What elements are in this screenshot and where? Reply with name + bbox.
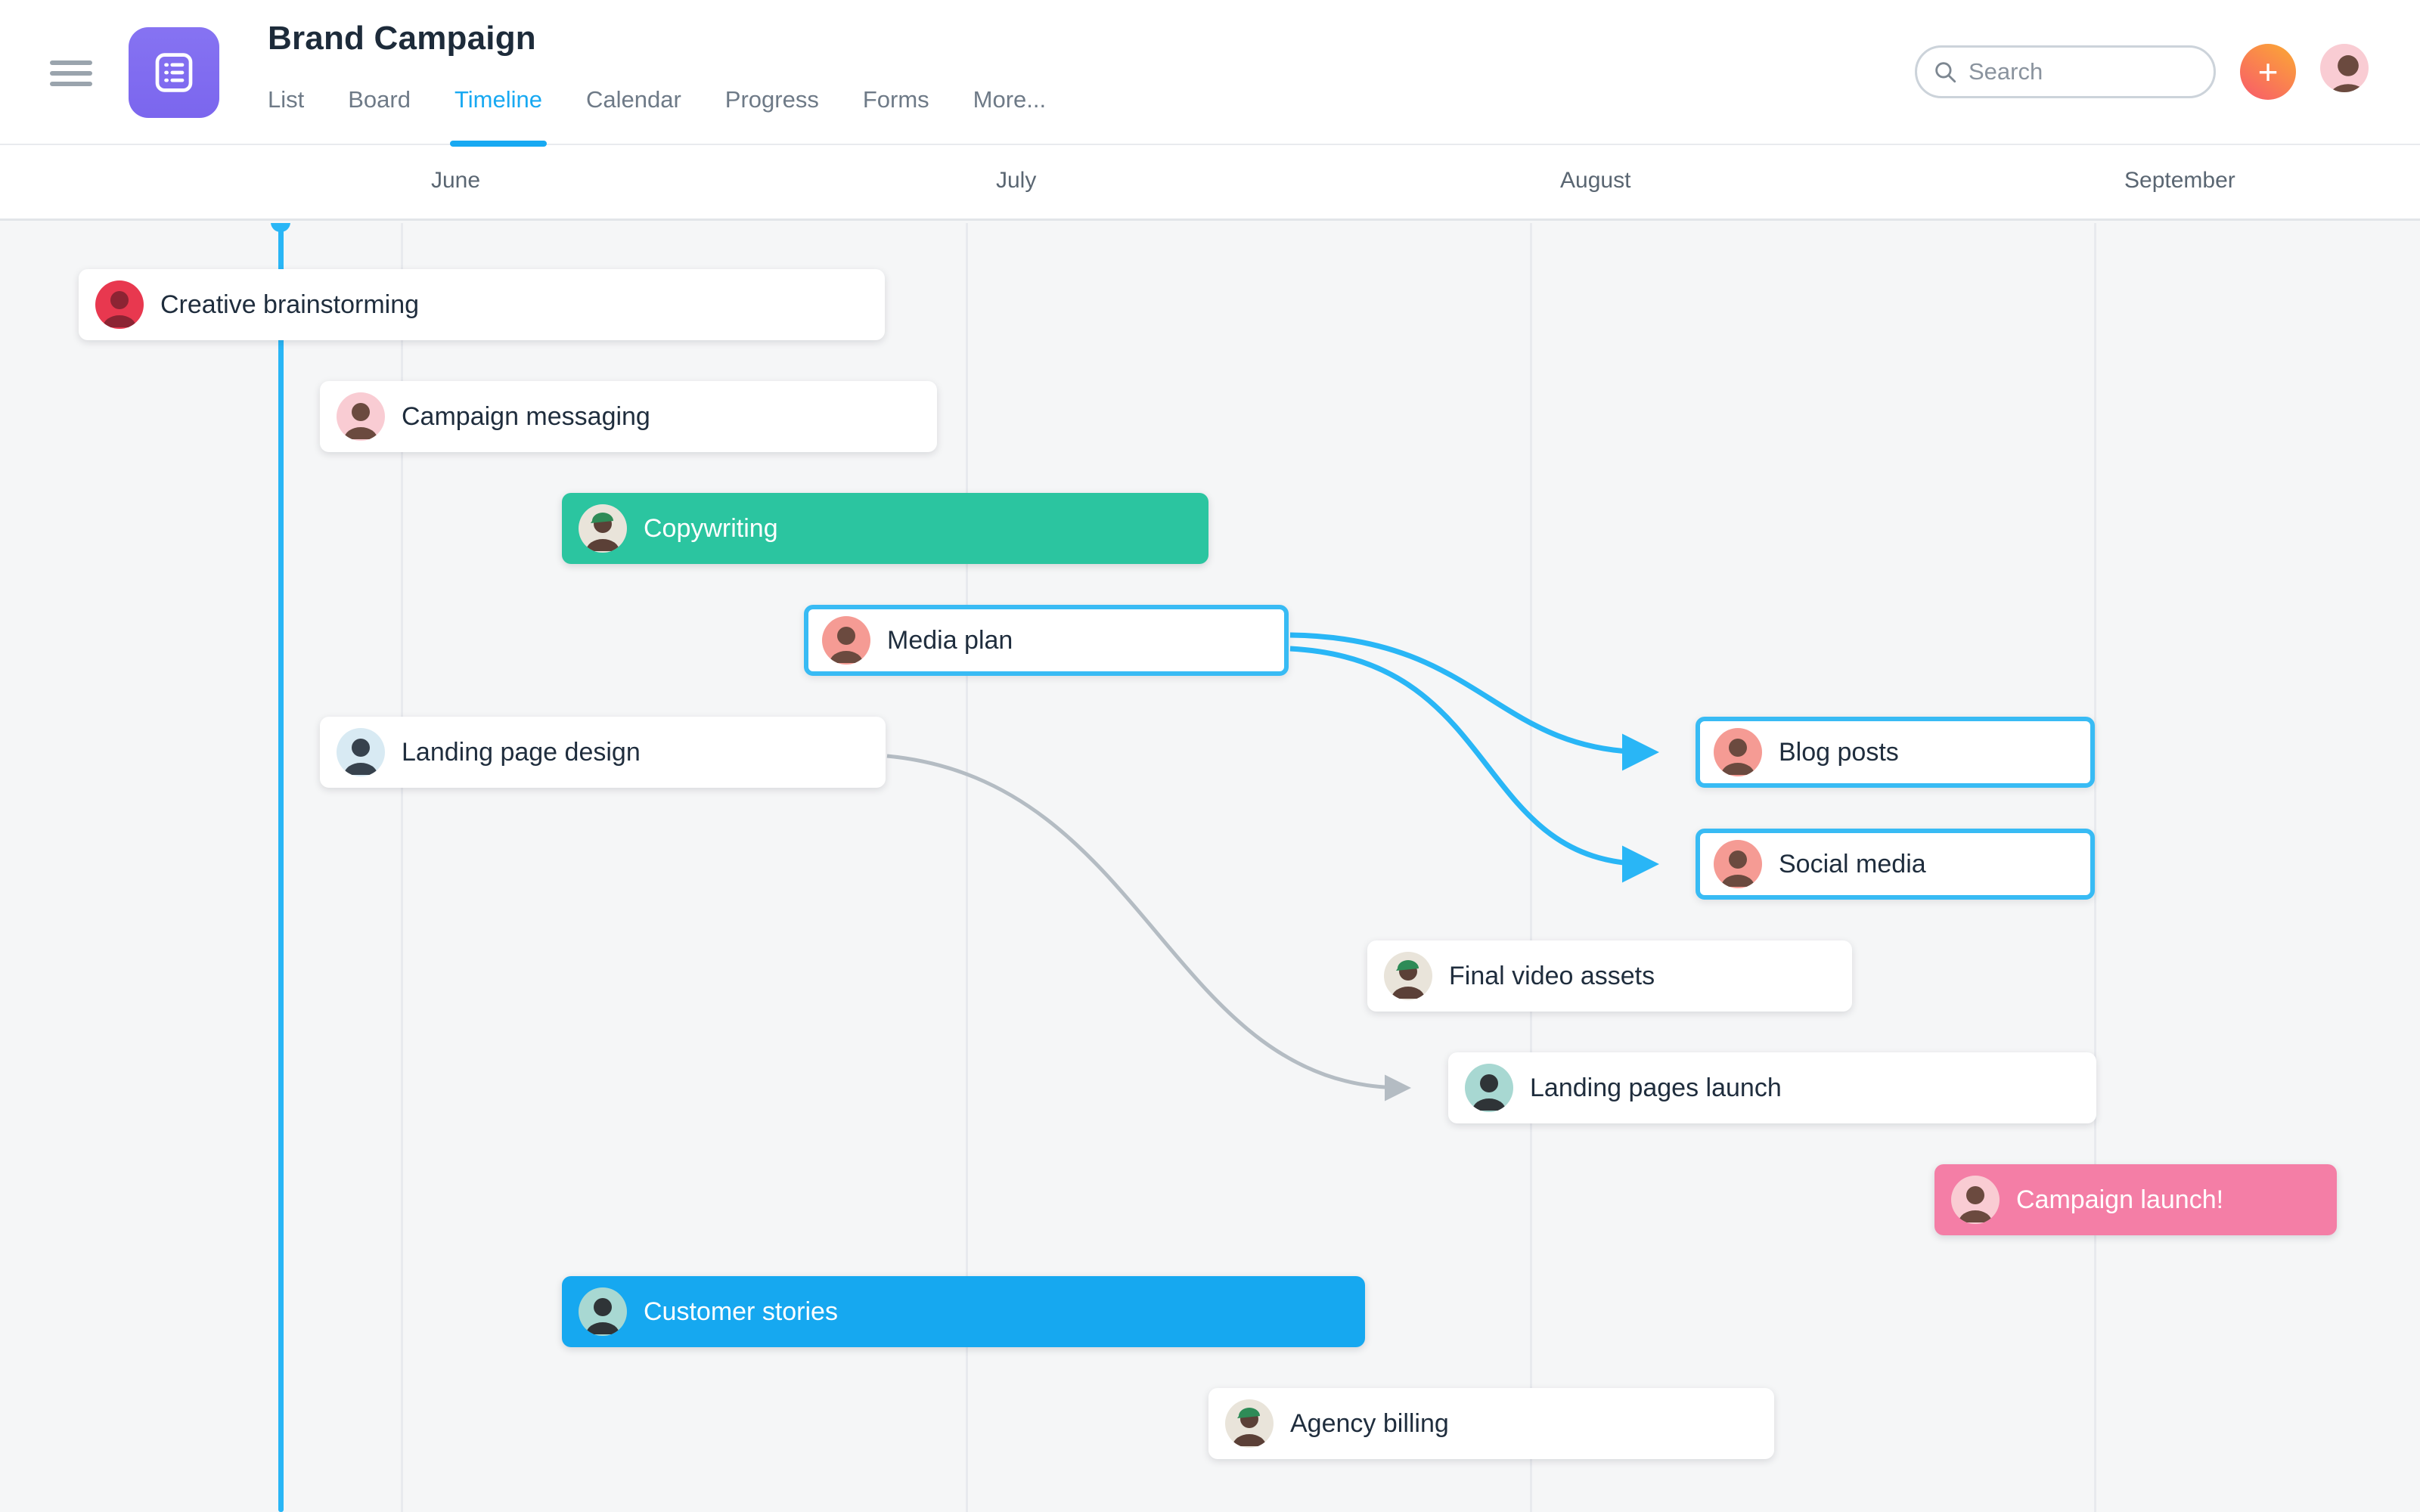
dependency-arrow: [1289, 632, 1659, 771]
search-icon: [1935, 62, 1956, 83]
task-bar-media-plan[interactable]: Media plan: [804, 605, 1289, 676]
task-label: Landing page design: [402, 737, 641, 767]
task-bar-campaign-messaging[interactable]: Campaign messaging: [320, 381, 937, 452]
project-list-icon[interactable]: [129, 27, 219, 118]
today-marker-line: [278, 223, 284, 1512]
search-box[interactable]: [1915, 45, 2216, 98]
assignee-avatar: [579, 1287, 627, 1336]
month-label-august: August: [1560, 168, 1631, 193]
assignee-avatar: [1951, 1176, 2000, 1224]
today-marker-dot: [271, 223, 290, 232]
tab-list[interactable]: List: [268, 86, 305, 113]
tab-progress[interactable]: Progress: [724, 86, 819, 113]
hamburger-menu-icon[interactable]: [50, 60, 92, 86]
page-title: Brand Campaign: [268, 20, 536, 57]
top-header: Brand Campaign List Board Timeline Calen…: [0, 0, 2420, 147]
task-label: Media plan: [887, 625, 1013, 655]
task-bar-agency-billing[interactable]: Agency billing: [1208, 1388, 1774, 1459]
task-label: Campaign launch!: [2016, 1185, 2224, 1214]
task-label: Social media: [1779, 849, 1926, 878]
task-bar-customer-stories[interactable]: Customer stories: [562, 1276, 1365, 1347]
month-gridline: [1530, 223, 1532, 1512]
month-gridline: [2094, 223, 2096, 1512]
assignee-avatar: [822, 616, 870, 665]
assignee-avatar: [1225, 1399, 1274, 1448]
task-label: Final video assets: [1449, 961, 1655, 990]
tab-board[interactable]: Board: [348, 86, 411, 113]
task-label: Campaign messaging: [402, 401, 650, 431]
task-label: Blog posts: [1779, 737, 1899, 767]
task-label: Copywriting: [644, 513, 778, 543]
task-label: Creative brainstorming: [160, 290, 420, 319]
search-input[interactable]: [1969, 58, 2195, 85]
dependency-arrow: [1289, 646, 1659, 883]
month-label-june: June: [431, 168, 481, 193]
add-task-button[interactable]: +: [2240, 44, 2296, 100]
tab-more[interactable]: More...: [973, 86, 1047, 113]
dependency-arrow: [886, 754, 1411, 1101]
task-label: Landing pages launch: [1530, 1073, 1782, 1102]
task-label: Agency billing: [1290, 1408, 1449, 1438]
assignee-avatar: [95, 280, 144, 329]
task-bar-final-video-assets[interactable]: Final video assets: [1367, 940, 1852, 1012]
view-tabs: List Board Timeline Calendar Progress Fo…: [268, 82, 1047, 147]
task-bar-creative-brainstorming[interactable]: Creative brainstorming: [79, 269, 885, 340]
month-label-september: September: [2124, 168, 2235, 193]
assignee-avatar: [337, 728, 385, 776]
task-bar-copywriting[interactable]: Copywriting: [562, 493, 1208, 564]
tab-timeline[interactable]: Timeline: [449, 82, 547, 147]
month-gridline: [401, 223, 403, 1512]
task-label: Customer stories: [644, 1297, 838, 1326]
tab-forms[interactable]: Forms: [862, 86, 929, 113]
assignee-avatar: [1465, 1064, 1513, 1112]
assignee-avatar: [1714, 840, 1762, 888]
month-label-july: July: [996, 168, 1037, 193]
task-bar-landing-page-design[interactable]: Landing page design: [320, 717, 886, 788]
assignee-avatar: [337, 392, 385, 441]
assignee-avatar: [1384, 952, 1432, 1000]
assignee-avatar: [579, 504, 627, 553]
assignee-avatar: [1714, 728, 1762, 776]
task-bar-blog-posts[interactable]: Blog posts: [1696, 717, 2095, 788]
task-bar-social-media[interactable]: Social media: [1696, 829, 2095, 900]
tab-calendar[interactable]: Calendar: [585, 86, 681, 113]
task-bar-landing-pages-launch[interactable]: Landing pages launch: [1448, 1052, 2096, 1123]
profile-avatar[interactable]: [2320, 44, 2369, 92]
task-bar-campaign-launch[interactable]: Campaign launch!: [1934, 1164, 2337, 1235]
timeline-month-header: June July August September: [0, 145, 2420, 221]
